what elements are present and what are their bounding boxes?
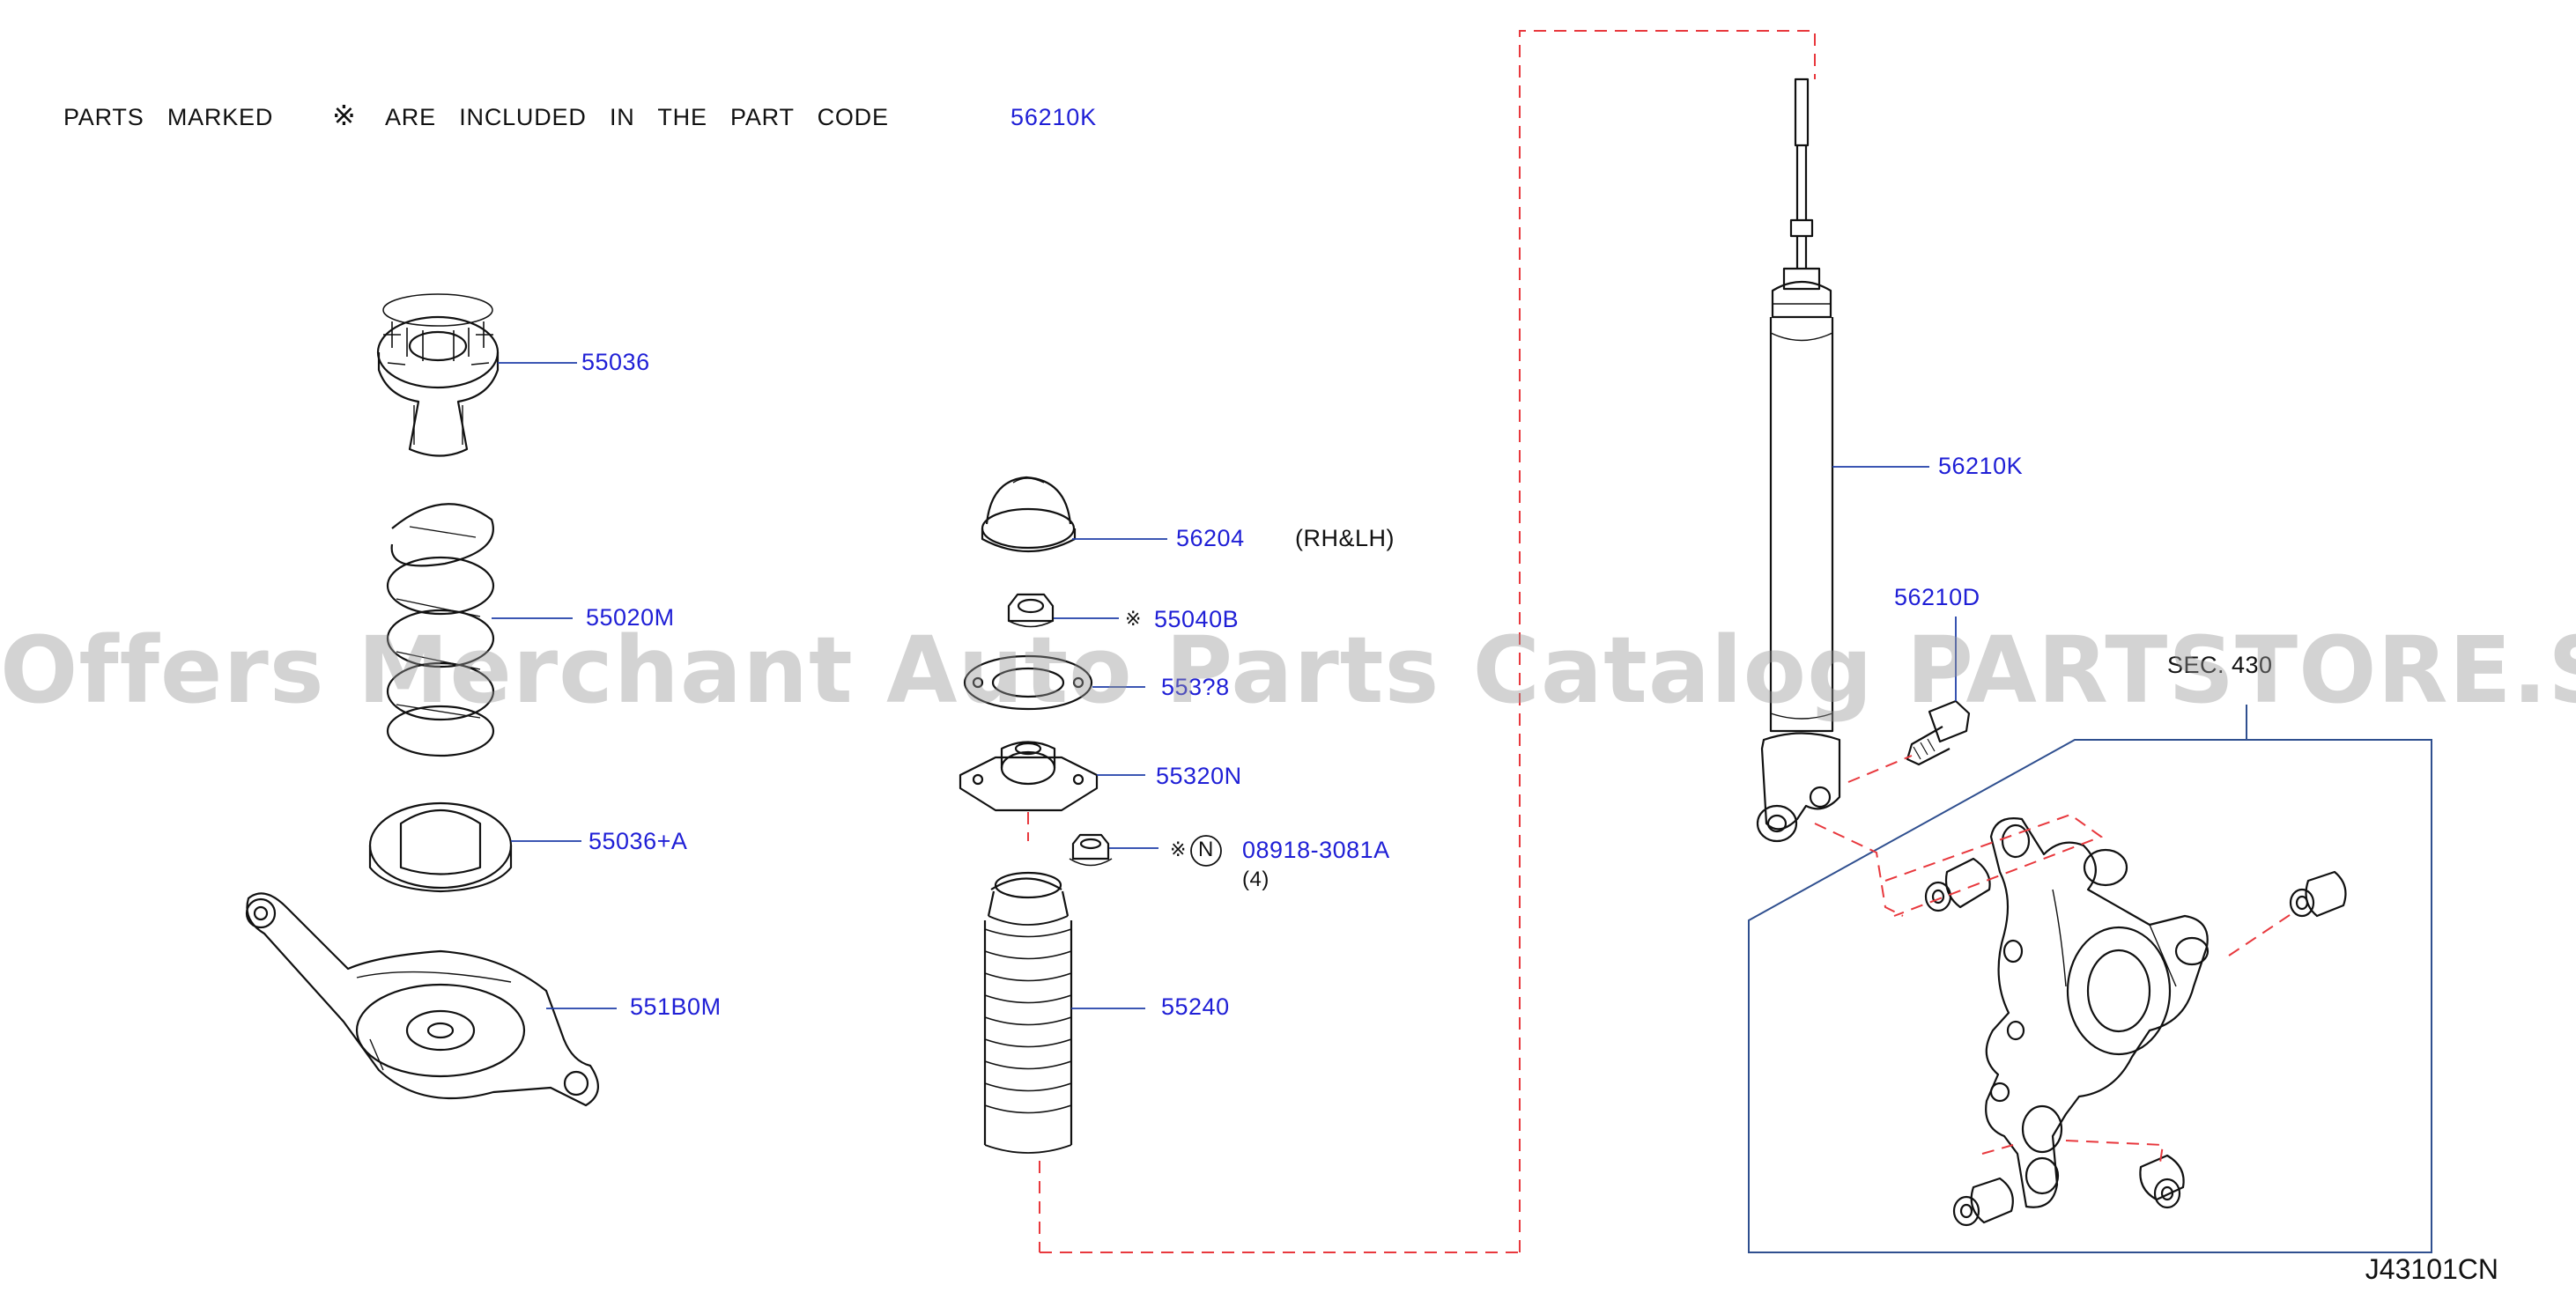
bound-bumper-drawing (983, 871, 1073, 1154)
dust-cap-drawing (981, 476, 1077, 552)
washer-drawing (963, 654, 1093, 711)
reference-mark: ※ (332, 100, 357, 131)
label-55020M[interactable]: 55020M (586, 604, 675, 631)
label-56210D[interactable]: 56210D (1894, 584, 1980, 610)
strut-mount-drawing (959, 741, 1099, 812)
label-551B0M[interactable]: 551B0M (630, 993, 722, 1020)
shock-absorber-drawing (1756, 78, 1841, 843)
lower-spring-seat-drawing (368, 801, 513, 893)
label-rh-lh: (RH&LH) (1295, 525, 1395, 551)
header-part-ref[interactable]: 56210K (1010, 104, 1097, 130)
bolt-mark: ※ (1170, 838, 1187, 860)
bolt-quantity: (4) (1242, 868, 1269, 891)
bushings-drawing (1924, 857, 2347, 1227)
assembly-dashes (1027, 30, 2296, 1253)
coil-spring-drawing (386, 503, 495, 757)
header-text-before: PARTS MARKED (63, 104, 274, 130)
knuckle-drawing (1985, 817, 2210, 1208)
label-55240[interactable]: 55240 (1161, 993, 1230, 1020)
header-text-after: ARE INCLUDED IN THE PART CODE (385, 104, 889, 130)
label-washer[interactable]: 553?8 (1161, 674, 1230, 700)
label-55040B[interactable]: 55040B (1154, 606, 1240, 632)
label-08918-3081A[interactable]: 08918-3081A (1242, 837, 1390, 863)
label-56204[interactable]: 56204 (1176, 525, 1245, 551)
nut-drawing (1007, 593, 1055, 628)
label-55036[interactable]: 55036 (581, 349, 650, 375)
label-55036-A[interactable]: 55036+A (588, 828, 688, 854)
nut-mark: ※ (1125, 608, 1142, 630)
shock-bolt-drawing (1906, 699, 1971, 766)
leader-lines (492, 362, 1957, 1009)
label-section-ref[interactable]: SEC. 430 (2167, 652, 2273, 678)
section-frame (1748, 705, 2432, 1253)
lower-link-drawing (245, 892, 599, 1107)
label-56210K[interactable]: 56210K (1938, 453, 2024, 479)
header-note: PARTS MARKED ※ ARE INCLUDED IN THE PART … (63, 100, 1096, 131)
upper-spring-seat-drawing (376, 293, 500, 457)
diagram-code: J43101CN (2365, 1253, 2498, 1285)
bolt-circle-marker (1190, 835, 1222, 867)
flange-nut-drawing (1069, 833, 1113, 867)
label-55320N[interactable]: 55320N (1156, 763, 1242, 789)
bolt-circle-letter: N (1198, 838, 1214, 861)
